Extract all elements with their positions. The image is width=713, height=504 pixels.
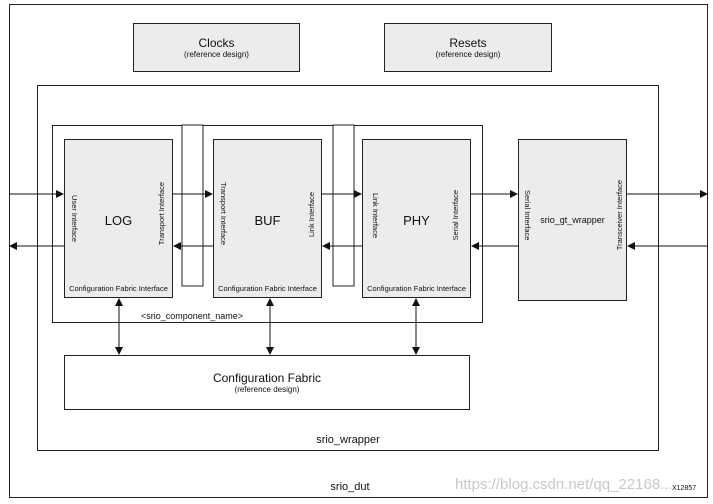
buf-config-fabric-interface-label: Configuration Fabric Interface — [218, 284, 317, 293]
component-name-label: <srio_component_name> — [140, 311, 244, 321]
phy-core: PHY Link Interface Serial Interface Conf… — [362, 139, 471, 298]
clocks-subtitle: (reference design) — [184, 49, 249, 59]
srio-dut-label: srio_dut — [330, 481, 370, 493]
phy-config-fabric-interface-label: Configuration Fabric Interface — [367, 284, 466, 293]
phy-label: PHY — [403, 213, 430, 228]
phy-link-interface-label: Link Interface — [371, 193, 380, 239]
gt-wrapper-label: srio_gt_wrapper — [540, 215, 605, 225]
watermark-text: https://blog.csdn.net/qq_22168... — [455, 476, 673, 493]
configuration-fabric-title: Configuration Fabric — [212, 370, 322, 385]
buf-label: BUF — [254, 213, 281, 228]
clocks-title: Clocks — [198, 35, 235, 50]
configuration-fabric-block: Configuration Fabric (reference design) — [64, 355, 470, 410]
configuration-fabric-subtitle: (reference design) — [234, 384, 300, 394]
log-label: LOG — [104, 213, 133, 228]
buf-core: BUF Transport Interface Link Interface C… — [213, 139, 322, 298]
log-user-interface-label: User Interface — [70, 195, 79, 243]
resets-subtitle: (reference design) — [435, 49, 501, 59]
resets-title: Resets — [449, 35, 487, 50]
figure-id: X12857 — [672, 485, 697, 492]
clocks-block: Clocks (reference design) — [133, 23, 300, 72]
gt-serial-interface-label: Serial Interface — [523, 190, 532, 241]
resets-block: Resets (reference design) — [384, 23, 552, 72]
buf-transport-interface-label: Transport Interface — [219, 182, 228, 246]
log-core: LOG User Interface Transport Interface C… — [64, 139, 173, 298]
gt-wrapper-block: srio_gt_wrapper Serial Interface Transce… — [518, 139, 627, 301]
log-config-fabric-interface-label: Configuration Fabric Interface — [69, 284, 168, 293]
srio-wrapper-label: srio_wrapper — [316, 434, 380, 446]
